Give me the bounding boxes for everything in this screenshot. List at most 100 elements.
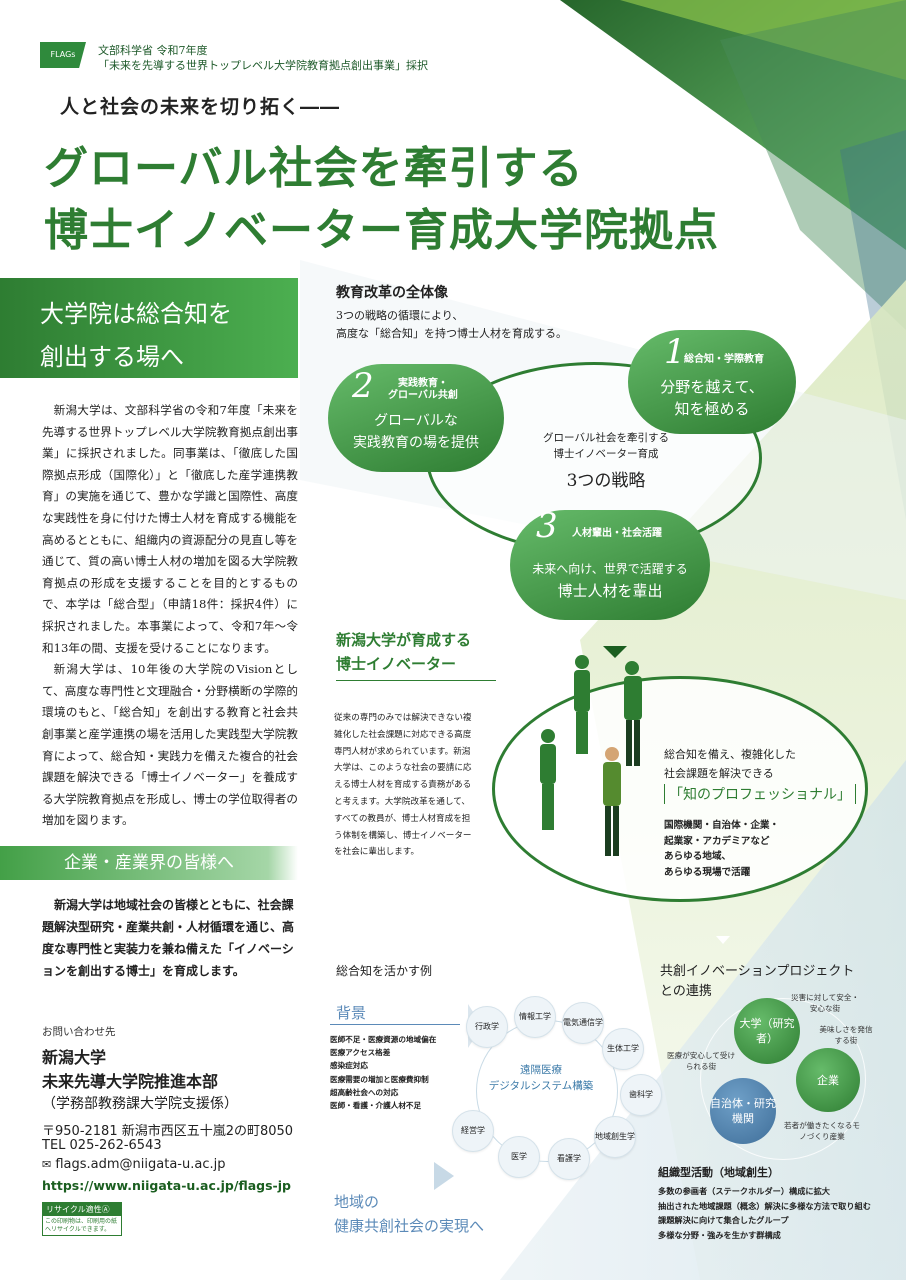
intro-paragraph-2: 新潟大学は、10年後の大学院のVisionとして、高度な専門性と文理融合・分野横… (42, 662, 298, 828)
flags-logo: FLAGs (40, 42, 86, 68)
strategy-center-line3: 3つの戦略 (566, 471, 646, 491)
venn-government: 自治体・研究機関 (710, 1078, 776, 1144)
strategy-2-text-line2: 実践教育の場を提供 (353, 435, 479, 451)
contact-university: 新潟大学 (42, 1048, 107, 1067)
strategy-2-label-line2: グローバル共創 (388, 390, 458, 401)
intro-paragraph-1: 新潟大学は、文部科学省の令和7年度「未来を先導する世界トップレベル大学院教育拠点… (42, 403, 298, 655)
region-goal: 地域の 健康共創社会の実現へ (334, 1190, 484, 1238)
example-title: 総合知を活かす例 (336, 964, 433, 978)
professional-ellipse (492, 676, 868, 902)
strategy-2-text: グローバルな 実践教育の場を提供 (328, 410, 504, 454)
org-activity-title: 組織型活動（地域創生） (658, 1166, 779, 1179)
cocreation-title: 共創イノベーションプロジェクト との連携 (660, 962, 854, 1002)
background-title: 背景 (336, 1004, 367, 1022)
strategy-center: グローバル社会を牽引する 博士イノベーター育成 3つの戦略 (506, 430, 706, 491)
overview-title: 教育改革の全体像 (336, 285, 448, 301)
main-title-line1: グローバル社会を牽引する (44, 143, 584, 194)
background-item: 医師不足・医療資源の地域偏在 (330, 1035, 437, 1044)
strategy-2-label-line1: 実践教育・ (397, 378, 448, 389)
strategy-2-label: 実践教育・ グローバル共創 (388, 378, 458, 402)
strategy-1-number: 1 (664, 332, 686, 372)
contact-address: 〒950-2181 新潟市西区五十嵐2の町8050 (42, 1124, 294, 1139)
strategy-3: 3 人材輩出・社会活躍 未来へ向け、世界で活躍する 博士人材を輩出 (510, 506, 710, 620)
professional-fields-line1: 国際機関・自治体・企業・ (664, 820, 780, 831)
field-bubble: 電気通信学 (562, 1002, 604, 1044)
region-goal-line2: 健康共創社会の実現へ (334, 1217, 485, 1235)
background-item: 医療需要の増加と医療費抑制 (330, 1074, 429, 1084)
org-activity-list: 多数の参画者（ステークホルダー）構成に拡大 抽出された地域課題（概念）解決に多様… (658, 1184, 871, 1242)
strategy-3-text: 未来へ向け、世界で活躍する 博士人材を輩出 (510, 558, 710, 602)
cocreation-note-1: 災害に対して安全・安心な街 (790, 993, 860, 1013)
corporate-paragraph: 新潟大学は地域社会の皆様とともに、社会課題解決型研究・産業共創・人材循環を通じ、… (42, 898, 295, 978)
venn-university: 大学（研究者） (734, 998, 800, 1064)
background-list: 医師不足・医療資源の地域偏在 医療アクセス格差 感染症対応 医療需要の増加と医療… (330, 1033, 436, 1112)
section-heading-line1: 大学院は総合知を (40, 300, 232, 328)
section-heading-line2: 創出する場へ (40, 343, 184, 371)
professional-fields-line3: あらゆる地域、 (664, 851, 732, 862)
professional-description: 総合知を備え、複雑化した 社会課題を解決できる (664, 745, 796, 783)
contact-section: （学務部教務課大学院支援係） (42, 1096, 238, 1112)
org-activity-item: 課題解決に向けて集合したグループ (658, 1215, 789, 1226)
innovator-title-line2: 博士イノベーター (336, 655, 457, 673)
cocreation-note-3: 医療が安心して受けられる街 (666, 1051, 736, 1071)
strategy-2-number: 2 (352, 366, 374, 406)
strategy-1-text: 分野を越えて、 知を極める (628, 376, 796, 420)
down-arrow-icon-left (582, 936, 596, 944)
down-arrow-icon-right (716, 936, 730, 944)
right-arrow-icon-2 (434, 1162, 454, 1190)
org-activity-item: 抽出された地域課題（概念）解決に多様な方法で取り組む (658, 1200, 871, 1211)
tagline: 人と社会の未来を切り拓く―― (60, 96, 341, 118)
main-title-line2: 博士イノベーター育成大学院拠点 (44, 205, 719, 256)
strategy-2: 2 実践教育・ グローバル共創 グローバルな 実践教育の場を提供 (328, 364, 504, 472)
intro-body: 新潟大学は、文部科学省の令和7年度「未来を先導する世界トップレベル大学院教育拠点… (42, 400, 298, 832)
corporate-heading: 企業・産業界の皆様へ (64, 853, 234, 873)
corporate-heading-bar: 企業・産業界の皆様へ (0, 846, 298, 880)
program-ministry: 文部科学省 令和7年度 (98, 44, 208, 57)
strategy-1: 1 総合知・学際教育 分野を越えて、 知を極める (628, 330, 796, 434)
mail-icon: ✉ (42, 1158, 52, 1171)
strategy-3-label: 人材輩出・社会活躍 (572, 528, 662, 539)
field-bubble: 経営学 (452, 1110, 494, 1152)
professional-fields: 国際機関・自治体・企業・ 起業家・アカデミアなど あらゆる地域、 あらゆる現場で… (664, 818, 779, 880)
background-item: 医療アクセス格差 (330, 1048, 391, 1058)
people-illustration (540, 655, 642, 856)
strategy-center-line2: 博士イノベーター育成 (553, 448, 659, 460)
org-activity-item: 多様な分野・強みを生かす群構成 (658, 1229, 781, 1240)
background-divider (330, 1024, 460, 1025)
strategy-1-label: 総合知・学際教育 (684, 354, 764, 365)
innovator-divider (336, 680, 496, 681)
overview-intro-1: 3つの戦略の循環により、 (336, 309, 464, 322)
corporate-body: 新潟大学は地域社会の皆様とともに、社会課題解決型研究・産業共創・人材循環を通じ、… (42, 894, 304, 982)
strategy-1-text-line2: 知を極める (674, 400, 750, 418)
background-item: 超高齢社会への対応 (330, 1087, 399, 1097)
field-bubble: 看護学 (548, 1138, 590, 1180)
field-bubble: 歯科学 (620, 1074, 662, 1116)
background-item: 医師・看護・介護人材不足 (330, 1101, 422, 1111)
website-link[interactable]: https://www.niigata-u.ac.jp/flags-jp (42, 1178, 291, 1193)
down-arrow-icon (603, 646, 627, 658)
region-goal-line1: 地域の (334, 1193, 380, 1211)
strategy-1-text-line1: 分野を越えて、 (660, 378, 764, 396)
remote-medicine-line2: デジタルシステム構築 (488, 1080, 594, 1092)
professional-description-line2: 社会課題を解決できる (664, 767, 774, 780)
field-bubble: 生体工学 (602, 1028, 644, 1070)
innovator-title-line1: 新潟大学が育成する (336, 631, 472, 649)
innovator-text: 従来の専門のみでは解決できない複雑化した社会課題に対応できる高度専門人材が求めら… (334, 713, 472, 858)
strategy-3-text-line2: 博士人材を輩出 (557, 582, 663, 600)
strategy-center-line1: グローバル社会を牽引する (543, 432, 669, 444)
contact-label: お問い合わせ先 (42, 1026, 116, 1038)
strategy-3-text-line1: 未来へ向け、世界で活躍する (532, 562, 688, 576)
cocreation-title-line2: との連携 (660, 984, 712, 999)
cocreation-ring (700, 998, 866, 1160)
recycle-note: この印刷物は、印刷用の紙へリサイクルできます。 (45, 1218, 118, 1233)
recycle-label: リサイクル適性Ⓐ (43, 1203, 121, 1216)
remote-medicine: 遠隔医療 デジタルシステム構築 (486, 1062, 596, 1094)
strategy-3-number: 3 (536, 506, 558, 546)
professional-badge: 「知のプロフェッショナル」 (664, 784, 856, 804)
field-bubble: 医学 (498, 1136, 540, 1178)
contact-tel: TEL 025-262-6543 (42, 1138, 162, 1153)
contact-email[interactable]: flags.adm@niigata-u.ac.jp (55, 1157, 226, 1172)
field-bubble: 情報工学 (514, 996, 556, 1038)
professional-fields-line4: あらゆる現場で活躍 (664, 866, 751, 878)
innovator-title: 新潟大学が育成する 博士イノベーター (336, 628, 471, 676)
